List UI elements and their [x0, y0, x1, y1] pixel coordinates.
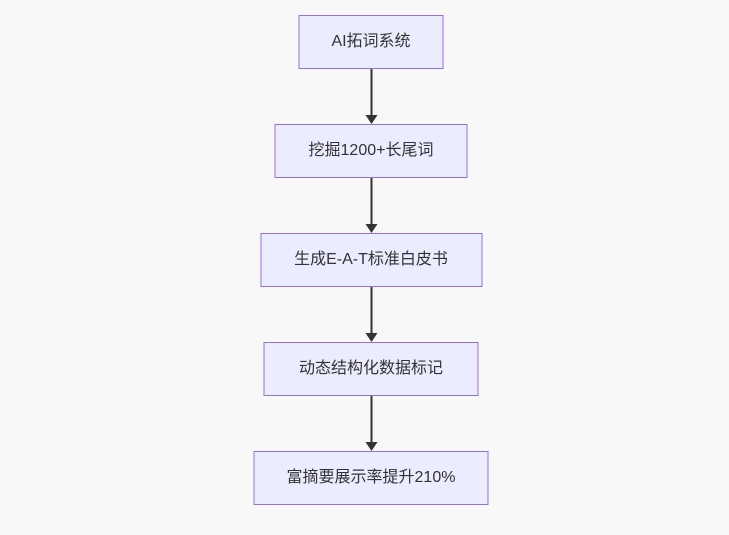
flow-node-1-label: AI拓词系统: [331, 33, 411, 50]
flow-node-3-label: 生成E-A-T标准白皮书: [294, 251, 448, 268]
flow-node-5: 富摘要展示率提升210%: [253, 451, 489, 505]
flow-edge-3: [364, 287, 378, 342]
flow-node-4-label: 动态结构化数据标记: [298, 360, 443, 377]
flow-column: AI拓词系统 挖掘1200+长尾词 生成E-A-T标准白皮书 动态结构化数据标记: [253, 15, 489, 505]
flow-node-1: AI拓词系统: [298, 15, 444, 69]
flow-edge-1: [364, 69, 378, 124]
arrow-line: [370, 396, 372, 443]
flow-node-4: 动态结构化数据标记: [263, 342, 479, 396]
flow-edge-2: [364, 178, 378, 233]
flow-node-3: 生成E-A-T标准白皮书: [260, 233, 482, 287]
arrow-head-icon: [365, 115, 377, 124]
arrow-line: [370, 69, 372, 116]
flow-node-2: 挖掘1200+长尾词: [274, 124, 468, 178]
flow-edge-4: [364, 396, 378, 451]
arrow-line: [370, 287, 372, 334]
flow-node-5-label: 富摘要展示率提升210%: [286, 469, 456, 486]
arrow-head-icon: [365, 224, 377, 233]
arrow-head-icon: [365, 442, 377, 451]
arrow-line: [370, 178, 372, 225]
flow-node-2-label: 挖掘1200+长尾词: [308, 142, 434, 159]
arrow-head-icon: [365, 333, 377, 342]
